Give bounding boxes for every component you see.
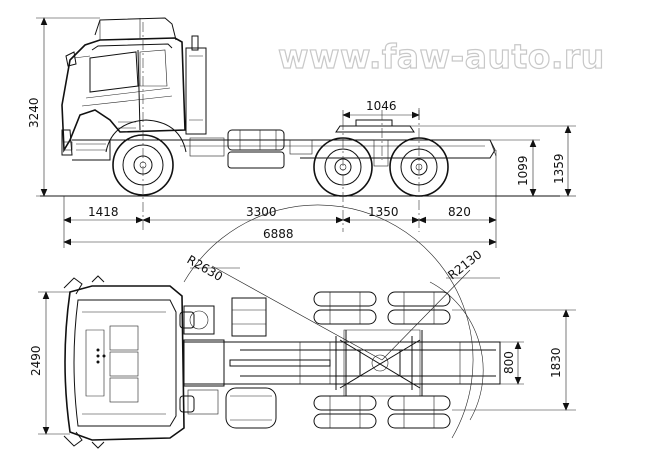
dim-rear-turn-radius: R2130 (445, 247, 484, 282)
rear-radius-leader (381, 269, 471, 361)
top-dimensions: R2630 R2130 2490 800 1830 (29, 247, 576, 434)
dim-fifth-wheel-offset: 1046 (366, 99, 397, 113)
cab-side (61, 17, 186, 161)
dim-rear-overhang: 820 (448, 205, 471, 219)
dim-frame-width: 800 (502, 351, 516, 374)
dim-overall-height: 3240 (27, 97, 41, 128)
dim-cab-width: 2490 (29, 345, 43, 376)
dim-frame-height: 1359 (552, 153, 566, 184)
dim-fifth-wheel-height: 1099 (516, 155, 530, 186)
front-tires-top (179, 311, 195, 413)
dim-wheelbase: 3300 (246, 205, 277, 219)
watermark-text: www.faw-auto.ru (278, 37, 605, 76)
truck-top-view (63, 204, 501, 449)
front-turn-arc (183, 204, 474, 439)
dim-rear-track: 1830 (549, 347, 563, 378)
chassis-frame-side (100, 119, 497, 169)
cab-top (63, 275, 185, 449)
exhaust-stack (185, 35, 207, 135)
front-radius-leader (211, 265, 383, 361)
side-dimensions: 3240 1046 1099 1359 1418 3300 1350 820 6… (27, 18, 576, 248)
rear-turn-arc (429, 281, 484, 421)
truck-side-view (40, 17, 560, 232)
dim-front-overhang: 1418 (88, 205, 119, 219)
rear-tires-top (313, 291, 451, 429)
dim-rear-axle-spacing: 1350 (368, 205, 399, 219)
chassis-top-equipment (183, 297, 501, 429)
dim-overall-length: 6888 (263, 227, 294, 241)
